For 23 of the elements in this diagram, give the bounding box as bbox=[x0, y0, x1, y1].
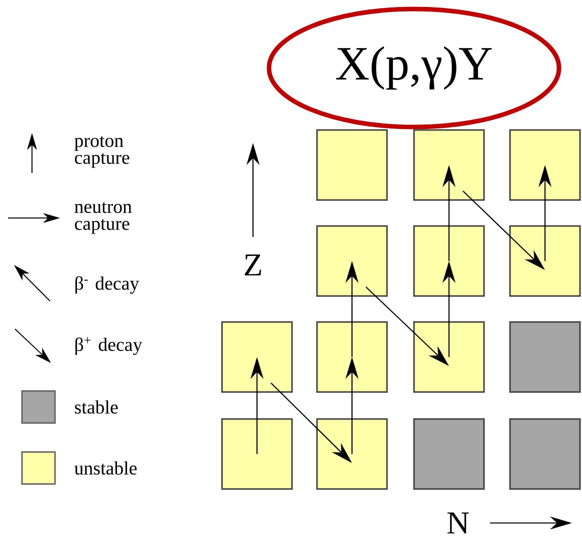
legend-label: β$^{+}$ decay bbox=[75, 337, 142, 355]
nuclide-square bbox=[221, 418, 293, 490]
axis-label: N bbox=[447, 512, 469, 534]
nuclide-square bbox=[509, 418, 581, 490]
nuclide-square bbox=[413, 321, 485, 393]
legend-label: proton capture bbox=[74, 136, 130, 168]
legend-label: unstable bbox=[74, 461, 137, 475]
nuclide-square bbox=[509, 225, 581, 297]
legend-label: β$^{-}$ decay bbox=[75, 276, 140, 294]
nuclide-square bbox=[316, 225, 388, 297]
legend-label: neutron capture bbox=[74, 202, 132, 234]
nuclide-square bbox=[509, 129, 581, 201]
nuclide-square bbox=[221, 321, 293, 393]
nuclide-square bbox=[509, 321, 581, 393]
legend-label: stable bbox=[74, 400, 118, 414]
nuclide-square bbox=[413, 225, 485, 297]
axis-label: Z bbox=[244, 254, 261, 276]
nuclide-square bbox=[316, 418, 388, 490]
nuclide-square bbox=[413, 129, 485, 201]
nuclide-square bbox=[316, 129, 388, 201]
nuclide-square bbox=[413, 418, 485, 490]
title-oval: X(p,γ)Y bbox=[266, 6, 562, 130]
nuclide-square bbox=[316, 321, 388, 393]
